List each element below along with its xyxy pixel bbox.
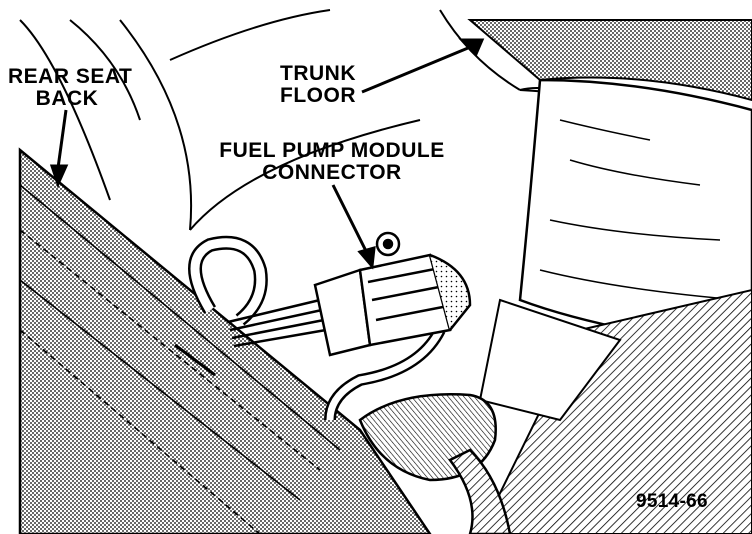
leader-lines <box>49 38 485 270</box>
label-fuel-pump-module-connector: FUEL PUMP MODULE CONNECTOR <box>212 139 452 185</box>
label-connector-line2: CONNECTOR <box>262 161 402 185</box>
label-connector-line1: FUEL PUMP MODULE <box>219 139 445 162</box>
label-trunk-floor: TRUNK FLOOR <box>268 62 368 108</box>
label-trunk-floor-line2: FLOOR <box>280 84 356 108</box>
wiring-harness <box>188 235 446 421</box>
fuel-pump-module-body <box>358 393 512 534</box>
rear-seat-back-panel <box>18 147 432 534</box>
fuel-pump-module-connector <box>313 231 472 357</box>
label-rear-seat-back-line1: REAR SEAT <box>8 65 133 88</box>
label-rear-seat-back: REAR SEAT BACK <box>8 65 133 111</box>
trunk-mat <box>478 78 752 534</box>
label-trunk-floor-line1: TRUNK <box>280 62 356 85</box>
label-rear-seat-back-line2: BACK <box>35 87 99 111</box>
figure-number: 9514-66 <box>636 491 708 512</box>
